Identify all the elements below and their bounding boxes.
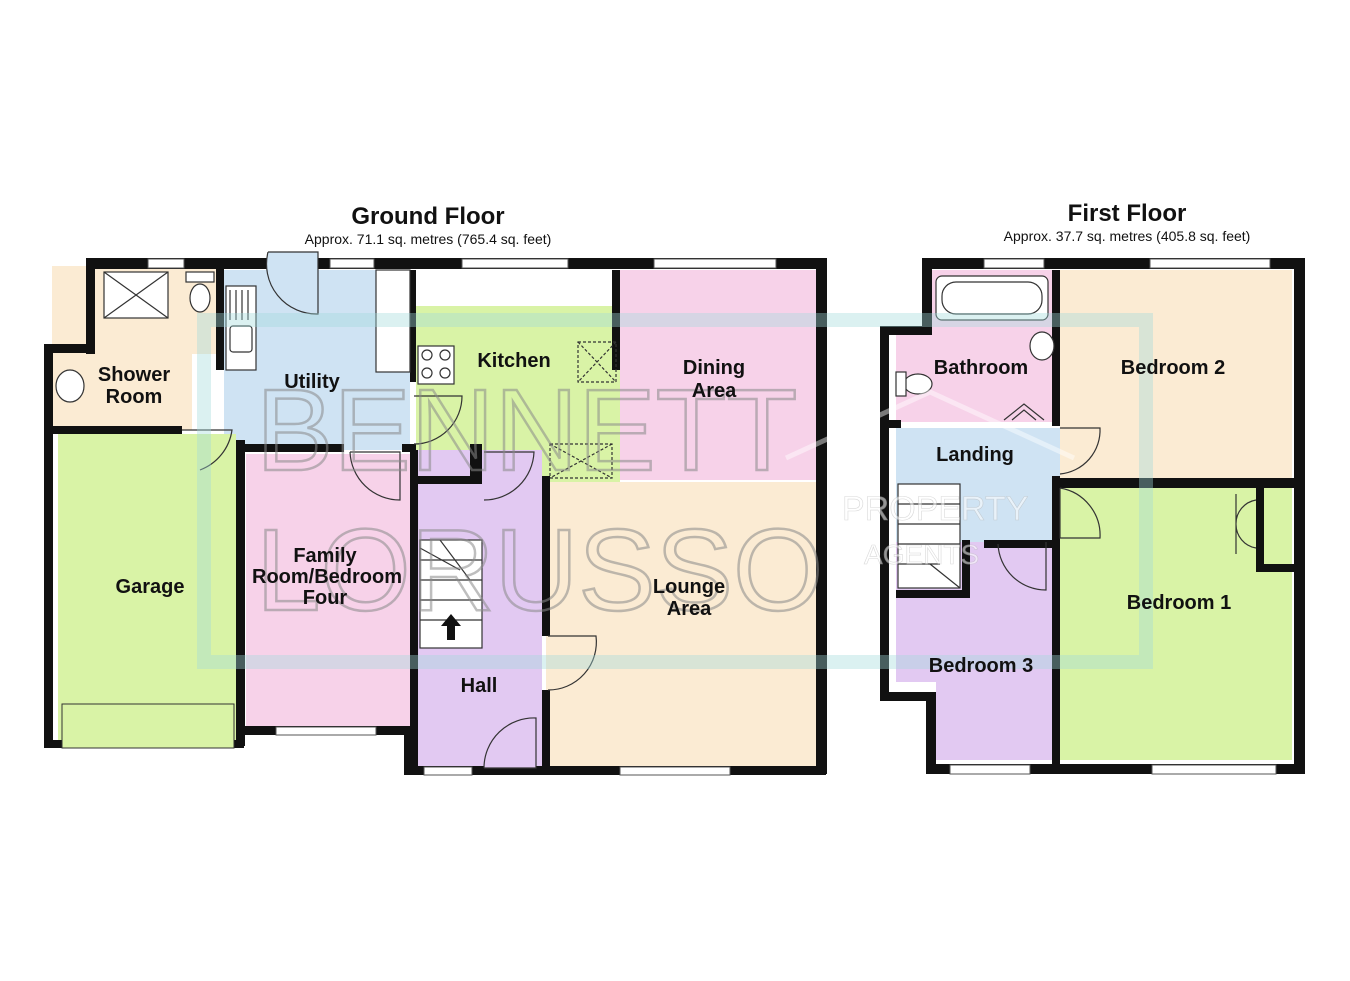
watermark-line1: BENNETT xyxy=(256,365,797,495)
bathroom-label: Bathroom xyxy=(934,357,1028,379)
family-room-label-line2: Room/Bedroom xyxy=(252,566,402,588)
first-floor-stairs-icon xyxy=(897,483,961,589)
kitchen-label: Kitchen xyxy=(477,350,550,372)
shower-room-label-line1: Shower xyxy=(98,364,170,386)
watermark-tagline1: PROPERTY xyxy=(842,490,1028,528)
first-floor-area: Approx. 37.7 sq. metres (405.8 sq. feet) xyxy=(1004,228,1251,244)
stairs-up-arrow-icon xyxy=(441,614,461,640)
bedroom3-label: Bedroom 3 xyxy=(929,655,1033,677)
hall-label: Hall xyxy=(461,675,498,697)
ground-floor-fixtures xyxy=(55,269,617,649)
bedroom2-label: Bedroom 2 xyxy=(1121,357,1225,379)
bedroom1-label: Bedroom 1 xyxy=(1127,592,1231,614)
watermark-line2: LORUSSO xyxy=(256,505,823,635)
ground-floor-doors xyxy=(182,251,597,769)
first-floor-windows xyxy=(949,258,1277,775)
toilet-icon xyxy=(189,283,211,313)
bedroom1-fill xyxy=(1060,488,1292,760)
first-floor-title: First Floor xyxy=(1068,200,1187,227)
dining-area-fill xyxy=(620,270,816,480)
shower-room-label-line2: Room xyxy=(106,386,163,408)
shower-basin-icon xyxy=(55,369,85,403)
ground-floor-title: Ground Floor xyxy=(351,203,504,230)
kitchen-counter-fill xyxy=(416,270,616,306)
first-floor-plan xyxy=(880,258,1305,775)
garage-label: Garage xyxy=(116,576,185,598)
family-room-label-line3: Four xyxy=(303,587,348,609)
bathroom-basin-icon xyxy=(1029,331,1055,361)
watermark-logo: BENNETT LORUSSO PROPERTY AGENTS xyxy=(197,313,1153,669)
family-room-label-line1: Family xyxy=(293,545,357,567)
family-room-fill xyxy=(246,454,410,726)
ground-floor-windows xyxy=(61,258,777,776)
first-floor-fixtures xyxy=(895,275,1257,589)
bedroom2-fill xyxy=(1060,270,1292,480)
lounge-area-fill xyxy=(546,482,816,766)
dining-area-label-line2: Area xyxy=(692,380,737,402)
lounge-area-label-line1: Lounge xyxy=(653,576,725,598)
landing-label: Landing xyxy=(936,444,1014,466)
ground-floor-area: Approx. 71.1 sq. metres (765.4 sq. feet) xyxy=(305,231,552,247)
dining-area-label-line1: Dining xyxy=(683,357,745,379)
watermark-tagline2: AGENTS xyxy=(864,539,979,570)
bath-icon xyxy=(935,275,1049,321)
first-floor-walls xyxy=(880,258,1305,774)
first-floor-doors xyxy=(997,427,1101,591)
utility-label: Utility xyxy=(284,371,340,393)
bedroom3-lower-fill xyxy=(936,680,1052,760)
lounge-area-label-line2: Area xyxy=(667,598,712,620)
ground-floor-plan xyxy=(44,251,827,776)
garage-fill xyxy=(58,434,236,748)
